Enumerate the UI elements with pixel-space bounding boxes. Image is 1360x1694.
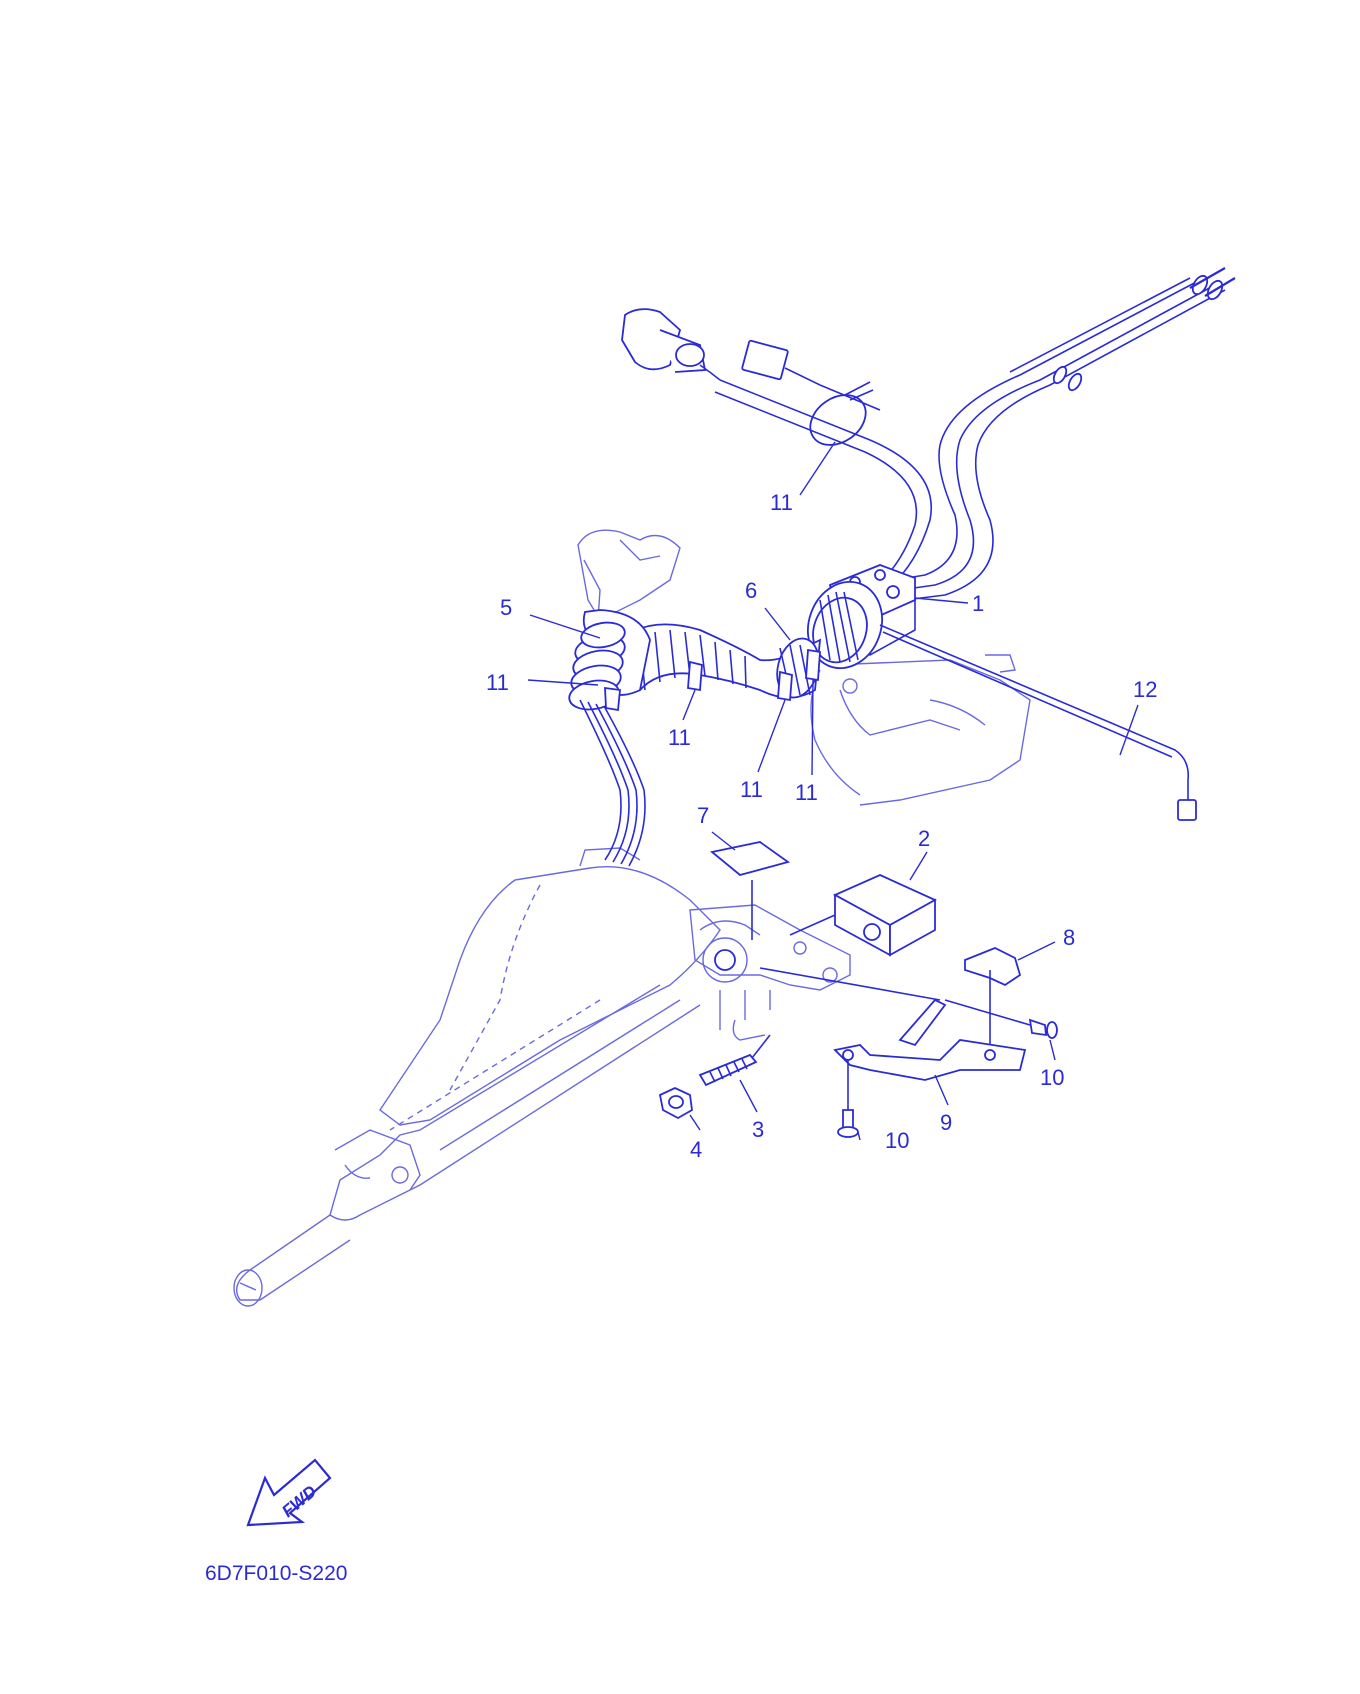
electrical-block-part-2 [789, 874, 937, 957]
throttle-shift-cables [894, 267, 1236, 601]
main-harness-connector [621, 308, 821, 386]
band-clamp-top [809, 381, 874, 446]
callout-10-lower: 10 [885, 1128, 909, 1153]
callout-11-left: 11 [486, 670, 509, 695]
nut-part-4 [658, 1087, 693, 1120]
callout-1: 1 [972, 591, 984, 616]
callout-7: 7 [697, 803, 709, 828]
clip-part-8 [964, 947, 1022, 1045]
callout-labels: 11 1 6 5 11 11 11 11 12 7 2 8 10 9 3 4 1… [486, 490, 1157, 1162]
lead-wire-part-12 [879, 624, 1197, 821]
bolt-part-10-upper [944, 999, 1058, 1039]
lower-unit-housing [233, 847, 851, 1307]
callout-11-mid: 11 [668, 725, 691, 750]
wire-clamps [604, 648, 821, 712]
callout-3: 3 [752, 1117, 764, 1142]
callout-11-lower-a: 11 [740, 777, 763, 802]
callout-10-upper: 10 [1040, 1065, 1064, 1090]
harness-cables-upper [714, 379, 932, 596]
leader-lines [527, 441, 1139, 1141]
stud-part-3 [698, 1034, 771, 1087]
callout-9: 9 [940, 1110, 952, 1135]
diagram-code: 6D7F010-S220 [205, 1562, 347, 1585]
callout-8: 8 [1063, 925, 1075, 950]
bolt-part-10-lower [837, 1060, 859, 1138]
callout-6: 6 [745, 578, 757, 603]
callout-2: 2 [918, 826, 930, 851]
cable-grommet-block [807, 564, 916, 670]
callout-4: 4 [690, 1137, 702, 1162]
callout-12: 12 [1133, 677, 1157, 702]
gasket-part-7 [709, 841, 791, 940]
callout-11-lower-b: 11 [795, 780, 818, 805]
bracket-part-9 [759, 967, 1027, 1081]
callout-11-top: 11 [770, 490, 793, 515]
callout-5: 5 [500, 595, 512, 620]
fwd-arrow-icon: FWD [246, 1458, 332, 1527]
